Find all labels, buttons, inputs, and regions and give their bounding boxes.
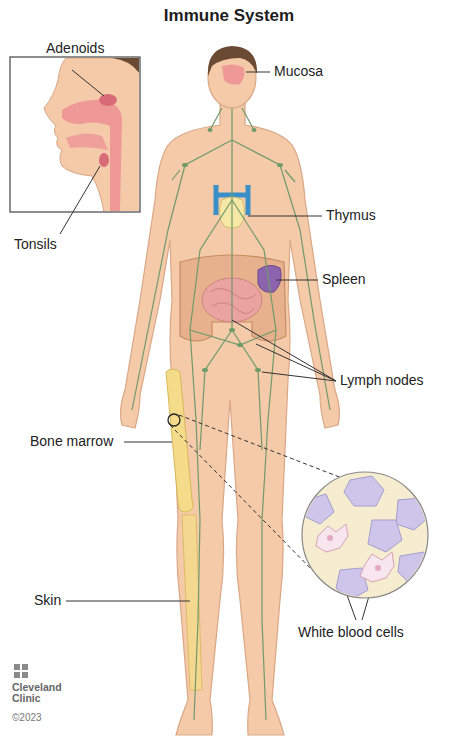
part-label: White blood cells — [298, 624, 404, 640]
part-label: Adenoids — [46, 40, 104, 56]
body-outline — [121, 103, 340, 735]
part-label: Spleen — [322, 271, 366, 287]
part-label: Thymus — [326, 207, 376, 223]
part-label: Bone marrow — [30, 433, 113, 449]
part-label: Skin — [34, 592, 61, 608]
logo-mark — [14, 664, 28, 678]
credit-text: ©2023 — [12, 712, 42, 724]
part-label: Lymph nodes — [340, 372, 424, 388]
part-label: Mucosa — [274, 63, 323, 79]
part-label: Tonsils — [14, 236, 57, 252]
credit-text: Cleveland Clinic — [12, 682, 70, 704]
diagram-title: Immune System — [0, 6, 458, 26]
